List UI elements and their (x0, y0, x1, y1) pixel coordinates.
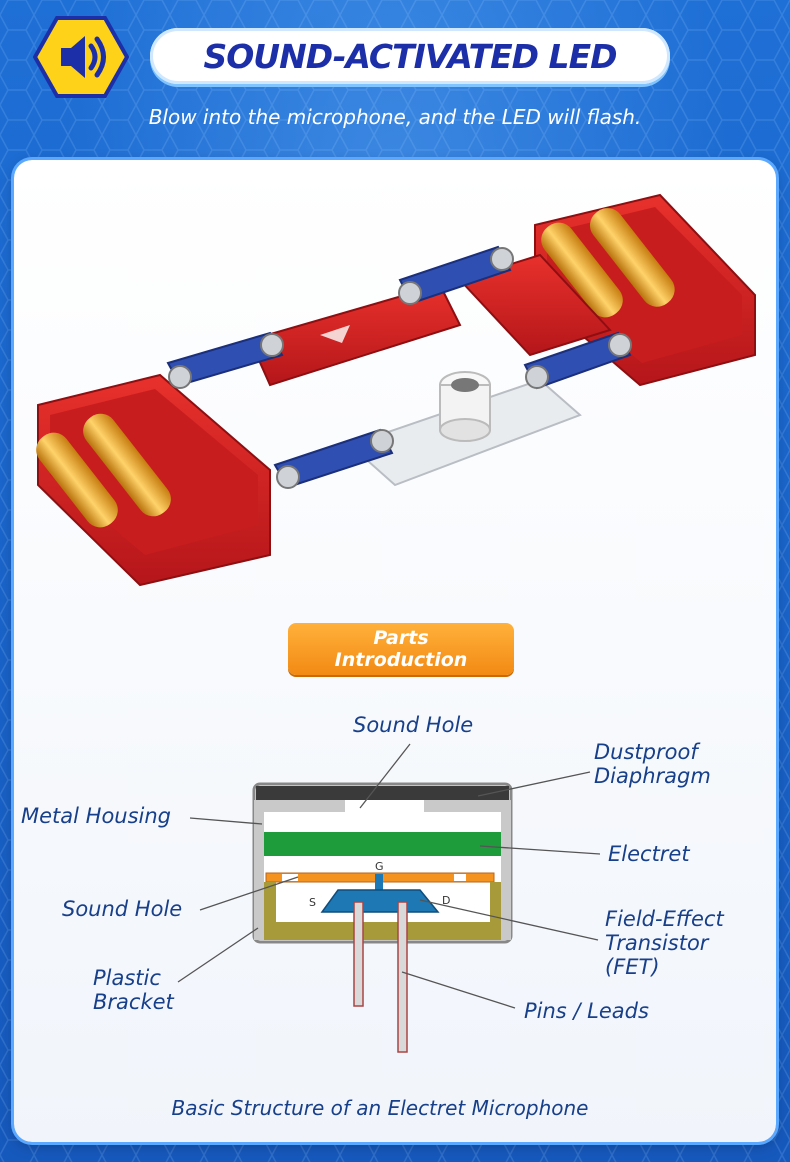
label-fet-line3: (FET) (605, 955, 660, 979)
label-fet-line1: Field-Effect (605, 907, 724, 931)
label-electret: Electret (608, 842, 690, 866)
pin-left (353, 901, 364, 1007)
drain-letter: D (442, 894, 450, 907)
electret-shape (264, 832, 501, 856)
speaker-icon (33, 16, 129, 98)
label-dustproof-line1: Dustproof (594, 740, 698, 764)
circuit-illustration (36, 193, 756, 587)
label-plastic-line1: Plastic (93, 966, 161, 990)
title-banner: SOUND-ACTIVATED LED (150, 28, 670, 84)
header: SOUND-ACTIVATED LED Blow into the microp… (0, 0, 790, 160)
label-pins-leads: Pins / Leads (524, 999, 649, 1023)
leader-lines (177, 743, 601, 1009)
microphone-structure-diagram: G S D (177, 743, 601, 1053)
label-plastic-line2: Bracket (93, 990, 174, 1014)
left-battery-holder (36, 373, 271, 587)
plastic-bracket-shape (264, 882, 501, 940)
label-metal-housing: Metal Housing (21, 804, 172, 828)
label-fet-line2: Transistor (605, 931, 709, 955)
label-sound-hole-side: Sound Hole (62, 897, 183, 921)
page-title: SOUND-ACTIVATED LED (203, 36, 617, 76)
diagram-caption: Basic Structure of an Electret Microphon… (171, 1096, 589, 1120)
label-sound-hole-top: Sound Hole (353, 713, 474, 737)
gate-letter: G (375, 860, 384, 873)
pin-right (397, 901, 408, 1053)
parts-line1: Parts (373, 627, 429, 649)
source-letter: S (309, 896, 316, 909)
led-board (248, 283, 462, 387)
parts-line2: Introduction (334, 649, 468, 671)
page-subtitle: Blow into the microphone, and the LED wi… (148, 105, 642, 129)
fet-shape (320, 889, 440, 913)
microphone-board (348, 371, 582, 487)
dustproof-diaphragm-shape (256, 786, 509, 800)
label-dustproof-line2: Diaphragm (594, 764, 711, 788)
parts-introduction-button: Parts Introduction (288, 623, 514, 675)
